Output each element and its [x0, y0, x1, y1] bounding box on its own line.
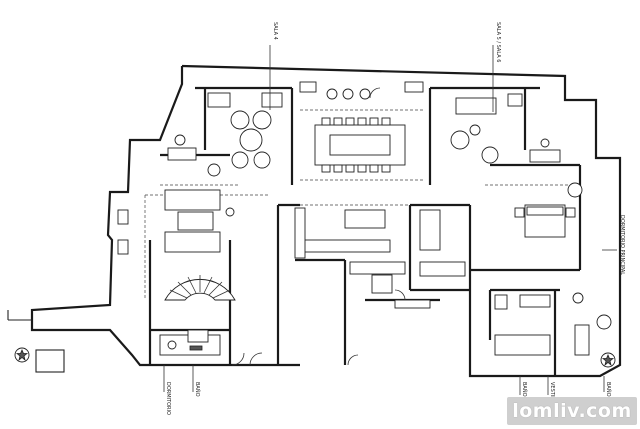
bathrooms: [371, 274, 612, 356]
label-bottom-right-1: BAÑO: [521, 382, 528, 397]
leader-lines: [163, 45, 617, 395]
master-bedroom: [514, 182, 583, 238]
label-bottom-right-3: BAÑO: [605, 382, 612, 397]
plant-icon: [600, 352, 616, 368]
plant-icon: [14, 347, 30, 363]
label-top-right: SALA 5 / SALA 6: [495, 22, 501, 62]
label-top-left: SALA 4: [272, 22, 278, 40]
watermark-background: [507, 397, 637, 425]
terrace-seating: [299, 81, 424, 100]
lounge-top-right: [450, 93, 561, 164]
watermark-text: lomliv.com: [512, 400, 632, 422]
plant-icons: [14, 347, 616, 368]
dining-table: [314, 117, 406, 173]
label-bottom-left-2: BAÑO: [194, 382, 201, 397]
door-swings: [231, 87, 406, 366]
bath-bottom-left: [187, 329, 209, 351]
spiral-staircase: [159, 275, 236, 356]
room-labels: SALA 4 SALA 5 / SALA 6 DORMITORIO PRINCI…: [165, 22, 625, 415]
label-bottom-left-1: DORMITORIO: [165, 382, 171, 415]
kitchen: [294, 207, 466, 277]
lounge-top-left: [167, 92, 283, 177]
porch: [35, 349, 65, 373]
label-bottom-right-2: VESTIDOR: [549, 382, 555, 408]
outer-walls: [7, 64, 622, 378]
living-left: [117, 189, 235, 255]
label-right-vertical: DORMITORIO PRINCIPAL: [619, 215, 625, 275]
